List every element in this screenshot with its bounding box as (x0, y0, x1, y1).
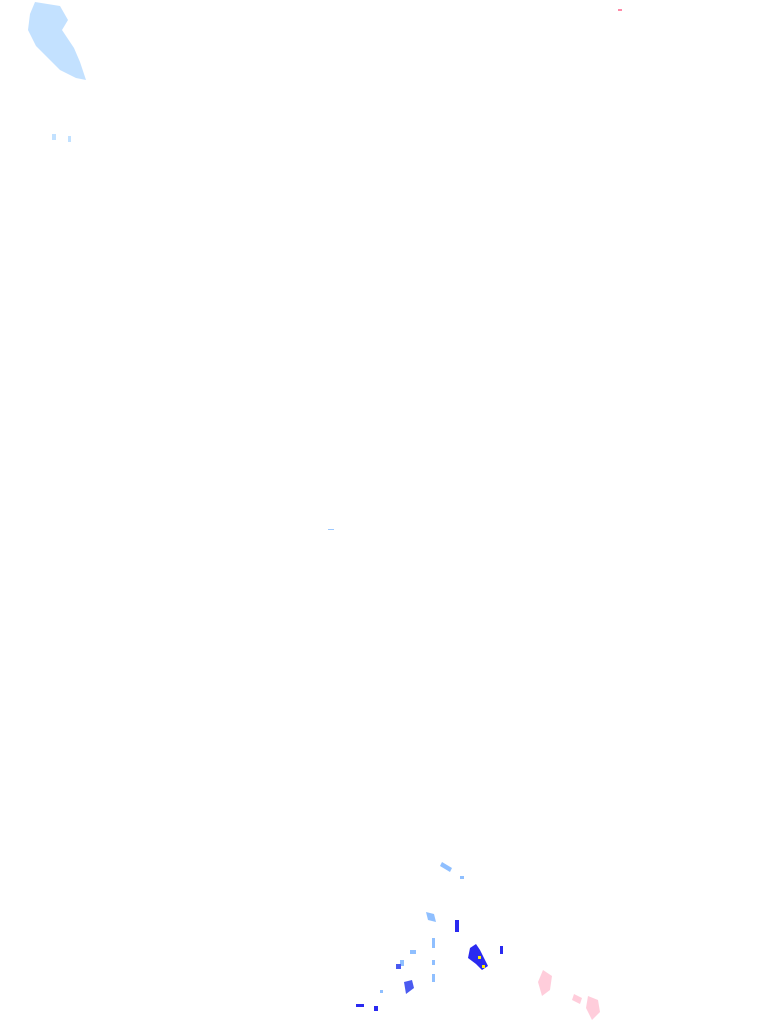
precip-speck-center (328, 529, 334, 530)
precip-cell-bottom-light (380, 862, 464, 993)
precip-cell-bottom-heavy (356, 920, 503, 1011)
precip-cell-top-left (28, 2, 86, 142)
precip-core (478, 956, 485, 968)
precip-speck-top-right (618, 9, 622, 11)
precip-cell-bottom-mixed (538, 970, 600, 1020)
